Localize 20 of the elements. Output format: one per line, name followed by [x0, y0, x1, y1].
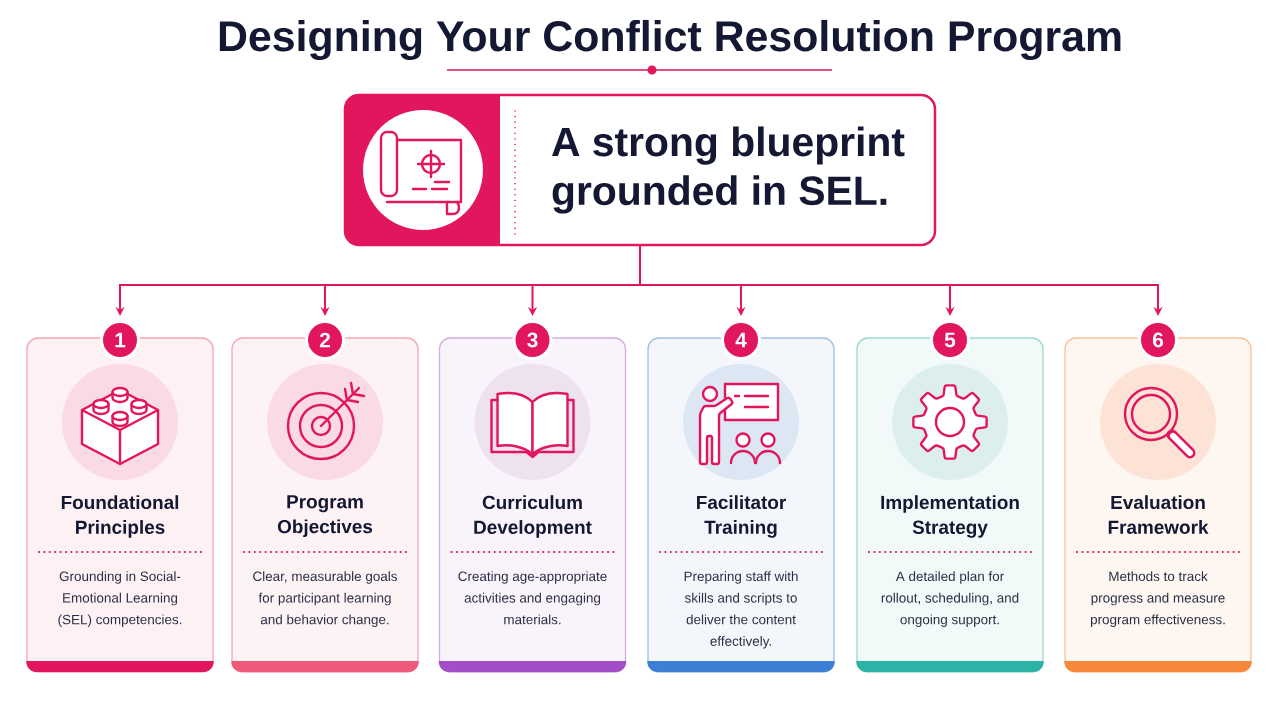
card-title: Implementation Strategy — [881, 495, 1019, 538]
card-description: Preparing staff with skills and scripts to deliver the content effectively. — [684, 571, 798, 649]
number-badge: 5 — [930, 320, 970, 360]
connector-arrow — [639, 245, 1163, 316]
card-description: Clear, measurable goals for participant learning and behavior change. — [253, 571, 397, 627]
card-title: Curriculum Development — [474, 495, 592, 538]
number-badge: 6 — [1138, 320, 1178, 360]
number-badge: 4 — [721, 320, 761, 360]
number-badge: 3 — [512, 320, 553, 360]
card-title: Foundational Principles — [61, 495, 179, 538]
card-title: Facilitator Training — [697, 495, 786, 538]
card-title: Program Objectives — [277, 495, 373, 538]
number-badge: 2 — [305, 320, 345, 360]
title: Designing Your Conflict Resolution Program — [219, 19, 1121, 61]
card-description: A detailed plan for rollout, scheduling, and ongoing support. — [881, 571, 1019, 627]
card-title: Evaluation Framework — [1108, 495, 1209, 534]
card-description: Methods to track progress and measure program effectiveness. — [1090, 571, 1225, 627]
number-badge: 1 — [100, 320, 140, 360]
card-description: Creating age-appropriate activities and engaging materials. — [458, 571, 607, 625]
card-description: Grounding in Social-Emotional Learning (SEL) competencies. — [58, 571, 182, 627]
